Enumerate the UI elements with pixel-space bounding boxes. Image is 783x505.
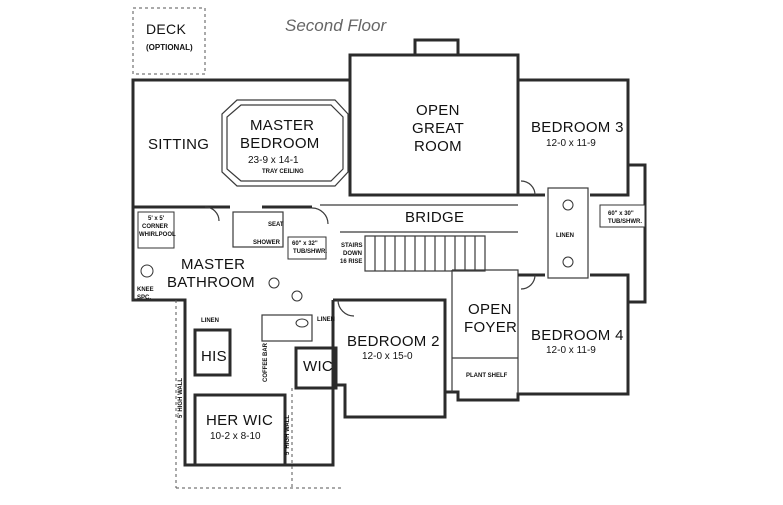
hall-bath [547, 187, 589, 279]
great-room-label-1: OPEN [416, 102, 460, 119]
great-room-outline [348, 53, 520, 197]
bedroom4-dims: 12-0 x 11-9 [546, 345, 596, 356]
master-bath-label-2: BATHROOM [167, 274, 255, 291]
shower-label: SHOWER [253, 240, 280, 246]
wc-room [261, 314, 313, 342]
door-master [204, 206, 220, 222]
stairs-label: STAIRS [341, 243, 363, 249]
door-bridge [311, 207, 329, 225]
stairs-rise: 16 RISE [340, 259, 363, 265]
high-wall-right-label: 5' HIGH WALL [285, 414, 291, 455]
master-tub-type: TUB/SHWR. [293, 249, 327, 255]
seat-label: SEAT [268, 222, 284, 228]
door-bedroom3 [520, 180, 536, 196]
b3-tub-type: TUB/SHWR. [608, 219, 642, 225]
stairs-treads [364, 235, 486, 272]
deck-label: DECK [146, 21, 187, 37]
knee-space-2: SPC. [137, 295, 152, 301]
wic-label: WIC [303, 358, 334, 375]
toilet [295, 318, 309, 328]
shower-stall [232, 211, 284, 248]
bedroom2-dims: 12-0 x 15-0 [362, 351, 413, 362]
master-bedroom-note: TRAY CEILING [262, 169, 304, 175]
tray-ceiling [221, 99, 349, 187]
wc-linen-label: LINEN [317, 317, 335, 323]
great-room-label-2: GREAT [412, 120, 465, 137]
his-closet-walls [193, 328, 232, 377]
master-sink-2 [291, 290, 303, 302]
whirlpool-tub [137, 211, 175, 249]
master-sink-3 [268, 277, 280, 289]
open-foyer-label-2: FOYER [464, 319, 518, 336]
whirlpool-size: 5' x 5' [148, 216, 165, 222]
whirlpool-corner: CORNER [142, 224, 169, 230]
master-tub [287, 236, 327, 260]
sitting-label: SITTING [148, 136, 210, 153]
bedroom4-walls [518, 273, 630, 302]
deck-note: (OPTIONAL) [146, 43, 193, 52]
her-wic-walls [193, 393, 287, 467]
bedroom2-label: BEDROOM 2 [347, 333, 440, 350]
great-room-label-3: ROOM [414, 138, 462, 155]
knee-space-1: KNEE [137, 287, 154, 293]
bedroom3-label: BEDROOM 3 [531, 119, 624, 136]
page-title: Second Floor [285, 16, 387, 35]
b3-tub-size: 60" x 30" [608, 211, 634, 217]
bedroom2-walls [331, 298, 447, 417]
hall-linen-label: LINEN [556, 233, 574, 239]
deck-outline [132, 7, 206, 75]
master-bedroom-label-2: BEDROOM [240, 135, 320, 152]
door-bedroom2 [337, 299, 355, 317]
bedroom3-walls [518, 165, 630, 197]
coffee-bar-label: COFFEE BAR [263, 343, 269, 382]
open-foyer-walls [451, 269, 519, 394]
stairs-down: DOWN [343, 251, 362, 257]
her-wic-label: HER WIC [206, 412, 274, 429]
master-bedroom-dims: 23-9 x 14-1 [248, 155, 299, 166]
hall-sink-1 [562, 199, 574, 211]
master-sink-1 [140, 264, 154, 278]
hall-tub [599, 204, 646, 228]
his-label: HIS [201, 348, 227, 365]
bridge-walls [320, 204, 518, 233]
bridge-label: BRIDGE [405, 209, 465, 226]
bedroom4-label: BEDROOM 4 [531, 327, 624, 344]
bedroom3-dims: 12-0 x 11-9 [546, 138, 596, 149]
master-bath-label-1: MASTER [181, 256, 246, 273]
master-linen-label: LINEN [201, 318, 219, 324]
wic-walls [294, 346, 338, 390]
whirlpool-type: WHIRLPOOL [139, 232, 176, 238]
hall-sink-2 [562, 256, 574, 268]
tray-ceiling-inner [226, 104, 344, 182]
open-foyer-label-1: OPEN [468, 301, 512, 318]
high-wall-left-label: 5' HIGH WALL [178, 377, 184, 418]
exterior-walls [131, 38, 647, 467]
master-tub-size: 60" x 32" [292, 241, 318, 247]
door-bedroom4 [520, 274, 536, 290]
master-bedroom-label-1: MASTER [250, 117, 315, 134]
plant-shelf-label: PLANT SHELF [466, 373, 508, 379]
her-wic-dims: 10-2 x 8-10 [210, 431, 261, 442]
